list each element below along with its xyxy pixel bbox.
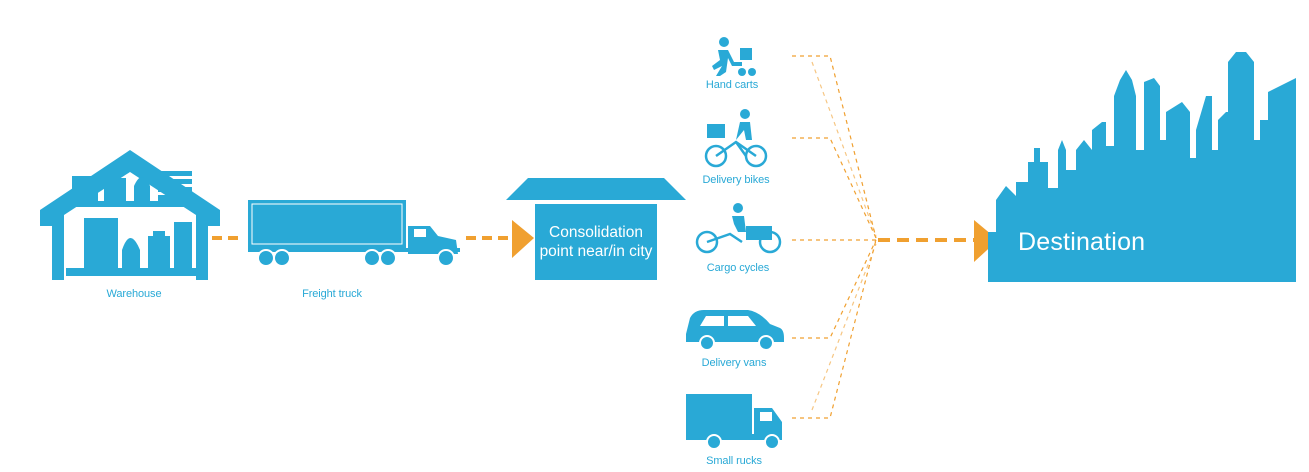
cargo-cycle-icon [695,203,782,254]
mode-connectors [792,55,877,419]
delivery-bike-icon [704,109,768,168]
freight-truck-icon [248,200,460,267]
freight-truck-label: Freight truck [302,288,362,300]
destination-label: Destination [1018,228,1146,256]
small-truck-icon [686,394,782,450]
warehouse-label: Warehouse [106,288,162,300]
arrow-to-consolidation [512,220,534,258]
destination-skyline [988,52,1296,282]
mode-label-hand-carts: Hand carts [705,79,759,91]
delivery-van-icon [686,310,784,351]
consolidation-point-label: Consolidation point near/in city [539,224,653,260]
mode-label-delivery-bikes: Delivery bikes [702,174,770,186]
consolidation-point-building [506,178,686,280]
hand-cart-icon [712,37,756,76]
mode-label-cargo-cycles: Cargo cycles [706,262,770,274]
arrow-to-destination [974,220,998,262]
mode-label-delivery-vans: Delivery vans [701,357,767,369]
warehouse-icon [40,150,220,280]
mode-label-small-rucks: Small rucks [706,455,762,467]
